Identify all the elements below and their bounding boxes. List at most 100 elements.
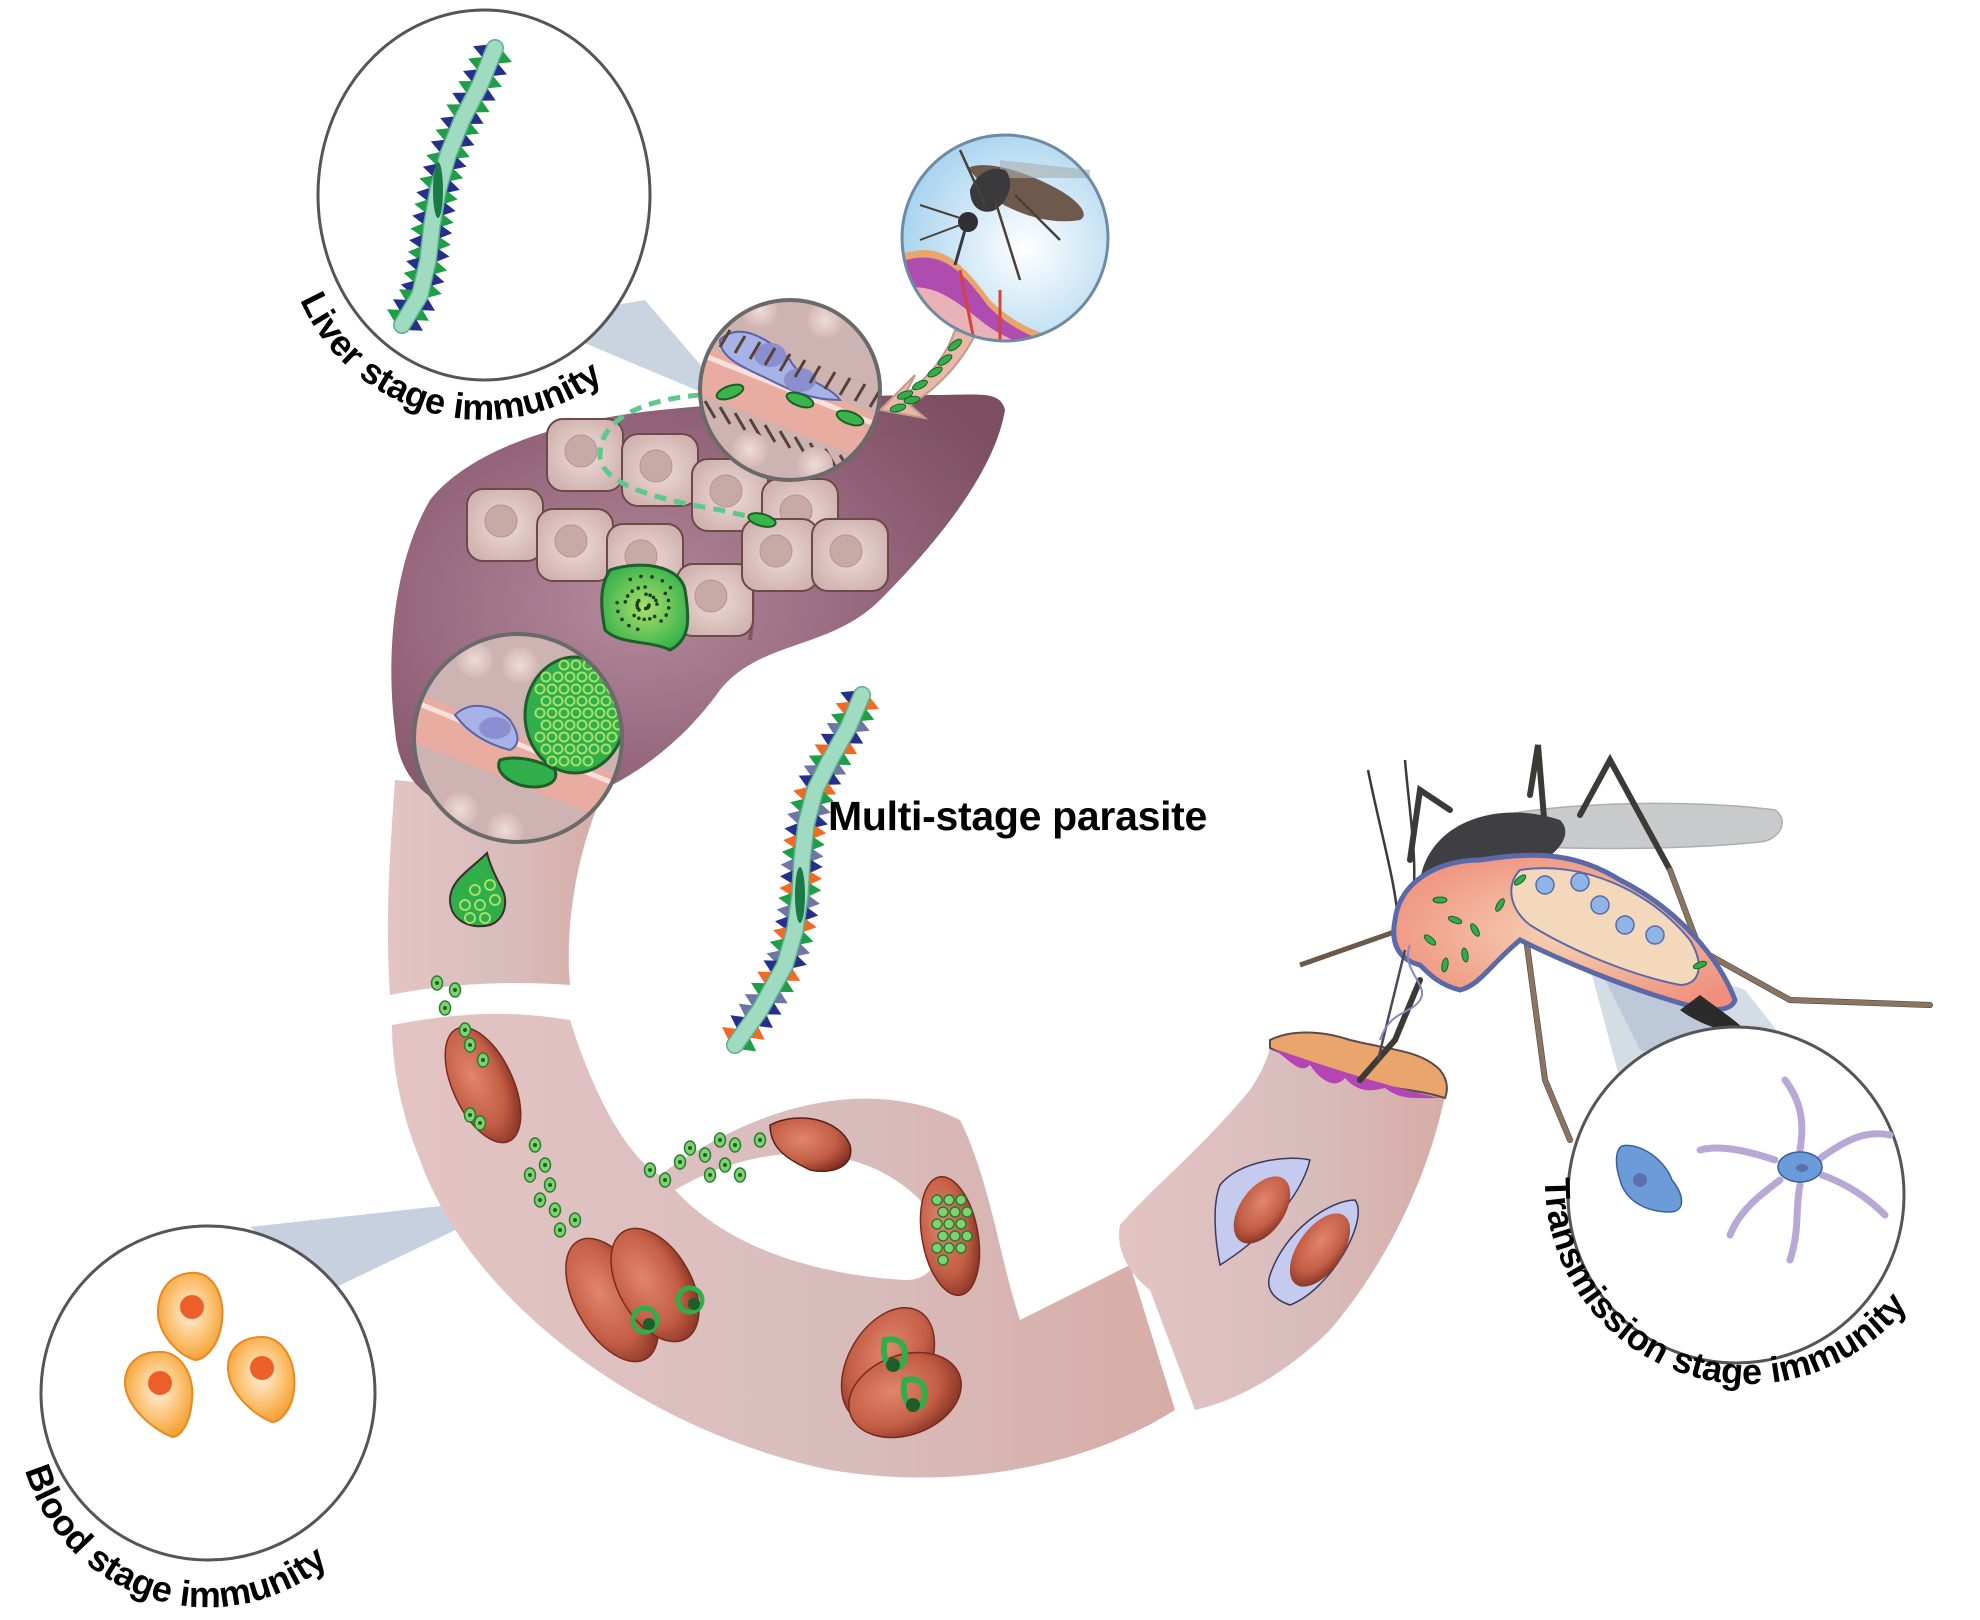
surface-protein-spike xyxy=(386,309,402,322)
surface-protein-spike xyxy=(798,775,814,788)
merozoite-nucleus xyxy=(703,1153,707,1157)
trophozoite xyxy=(900,1376,928,1411)
merozoite-dot xyxy=(628,577,633,582)
sporozoite xyxy=(1432,896,1448,904)
merozoite xyxy=(570,683,582,695)
surface-protein-spike xyxy=(455,145,470,159)
surface-protein-spike xyxy=(487,75,502,89)
surface-protein-spike xyxy=(772,990,788,1004)
sporozoite xyxy=(927,366,943,378)
schizont xyxy=(523,655,622,775)
surface-protein-spike xyxy=(409,234,423,249)
merozoite-nucleus xyxy=(663,1178,667,1182)
infected-hepatocyte-merozoites xyxy=(615,574,673,632)
merozoite xyxy=(570,707,582,719)
merozoite-nucleus xyxy=(723,1163,727,1167)
surface-protein-spike xyxy=(441,201,456,216)
surface-protein-spike xyxy=(738,1003,754,1017)
sporozoite-liver-stage xyxy=(386,39,512,334)
merozoite-dot xyxy=(642,617,647,622)
merozoite-nucleus xyxy=(468,1043,472,1047)
mosquito-bubble-border xyxy=(900,133,1110,343)
merozoite-dot xyxy=(630,589,634,593)
surface-protein-spike xyxy=(751,982,766,996)
sporozoite xyxy=(1461,947,1469,963)
surface-protein-spike xyxy=(407,246,422,261)
merozoite xyxy=(588,719,600,731)
vessel-inner-gap xyxy=(675,1153,936,1280)
merozoite-dot xyxy=(615,600,619,605)
surface-protein-spike xyxy=(427,284,442,298)
surface-protein-spike xyxy=(802,918,817,933)
hepatocyte-nucleus xyxy=(484,504,518,538)
surface-protein-spike xyxy=(859,708,875,722)
oocyst xyxy=(1570,872,1590,892)
surface-protein-spike xyxy=(864,697,879,711)
merozoite-dot xyxy=(666,598,671,603)
sporozoite xyxy=(937,354,953,366)
surface-protein-spike xyxy=(780,870,794,885)
merozoite-dot xyxy=(660,578,665,583)
merozoite xyxy=(570,755,582,767)
schizont-merozoite xyxy=(937,1230,949,1242)
ring-stage xyxy=(675,1285,705,1315)
merozoite-dot xyxy=(648,593,652,598)
transmission-stage-circle xyxy=(1566,1025,1906,1365)
merozoite xyxy=(600,743,612,755)
merozoite xyxy=(564,695,576,707)
merozoite xyxy=(594,707,606,719)
schizont-merozoite xyxy=(943,1194,955,1206)
merozoite xyxy=(582,707,594,719)
schizont-merozoite xyxy=(943,1218,955,1230)
merozoite-dot xyxy=(652,614,657,619)
merozoite-dot xyxy=(655,602,659,606)
merozoite-nucleus xyxy=(443,1006,447,1010)
merozoite-nucleus xyxy=(481,1058,485,1062)
merozoite xyxy=(600,695,612,707)
surface-protein-spike xyxy=(811,836,825,851)
hepatocyte-nucleus xyxy=(639,449,673,483)
surface-protein-spike xyxy=(826,723,842,736)
merozoite xyxy=(576,719,588,731)
sporozoite xyxy=(1447,915,1463,925)
merozoite xyxy=(540,671,552,683)
merozoite xyxy=(582,683,594,695)
schizont-merozoite xyxy=(949,1230,961,1242)
merozoite xyxy=(576,695,588,707)
surface-protein-spike xyxy=(814,744,830,757)
merozoite-dot xyxy=(659,619,663,623)
surface-protein-spike xyxy=(744,994,760,1007)
transmission-cell-dendritic xyxy=(1696,1076,1894,1264)
surface-protein-spike xyxy=(803,765,819,778)
schizont-merozoite xyxy=(931,1194,943,1206)
sporozoite-nucleus xyxy=(795,867,805,923)
merozoite xyxy=(546,731,558,743)
surface-protein-spike xyxy=(438,224,453,239)
merozoite xyxy=(588,671,600,683)
merozoite xyxy=(558,731,570,743)
merozoite-nucleus xyxy=(468,1113,472,1117)
surface-protein-spike xyxy=(749,1026,765,1040)
schizont-merozoite xyxy=(949,1206,961,1218)
surface-protein-spike xyxy=(474,99,490,113)
merozoite xyxy=(558,755,570,767)
surface-protein-spike xyxy=(778,892,793,907)
merozoite xyxy=(564,743,576,755)
merozoite-nucleus xyxy=(733,1143,737,1147)
mosquito-midgut xyxy=(1510,867,1700,987)
merozoite xyxy=(612,719,622,731)
merozoite-nucleus xyxy=(533,1143,537,1147)
rbc-ruptured xyxy=(769,1117,852,1172)
surface-protein-spike xyxy=(432,260,448,275)
merozoite xyxy=(546,755,558,767)
merozoite-dot xyxy=(635,627,640,632)
merozoite xyxy=(540,743,552,755)
liver-zoom-border xyxy=(698,298,882,482)
merozoite xyxy=(558,707,570,719)
merozoite xyxy=(534,683,546,695)
surface-protein-spike xyxy=(779,881,793,896)
hepatocyte-nucleus xyxy=(829,534,863,568)
merozoite-nucleus xyxy=(553,1208,557,1212)
merozoite-dot xyxy=(647,616,652,621)
